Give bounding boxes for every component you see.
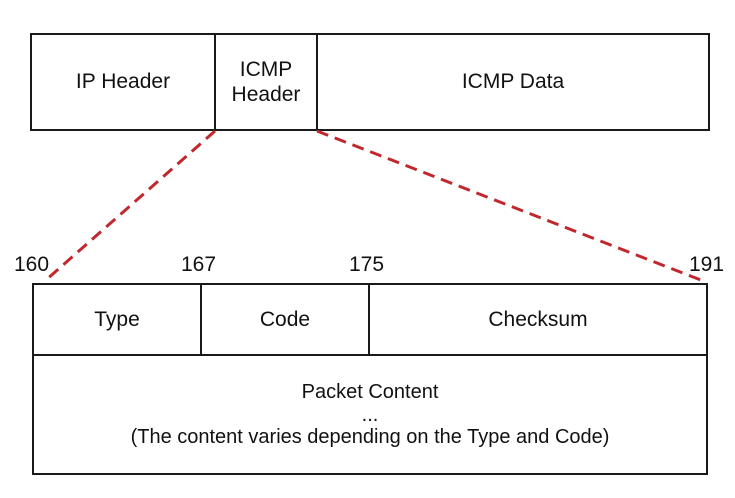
bit-offset-end: 191 [689, 253, 725, 276]
bit-offset-start: 160 [14, 253, 50, 276]
bit-offset-type-end: 167 [181, 253, 217, 276]
connector-right [316, 129, 707, 284]
ip-header-box: IP Header [30, 33, 216, 131]
code-field-label: Code [259, 307, 311, 331]
icmp-data-label: ICMP Data [461, 70, 565, 94]
code-field: Code [200, 283, 370, 356]
ip-header-label: IP Header [75, 70, 171, 94]
bit-offset-code-end: 175 [349, 253, 385, 276]
checksum-field: Checksum [368, 283, 708, 356]
packet-content-field: Packet Content ... (The content varies d… [32, 354, 708, 475]
icmp-data-box: ICMP Data [316, 33, 710, 131]
type-field-label: Type [94, 307, 140, 331]
icmp-header-label: ICMP Header [232, 57, 301, 107]
type-field: Type [32, 283, 202, 356]
packet-content-title: Packet Content [301, 380, 439, 403]
icmp-header-label-line1: ICMP [239, 57, 293, 81]
icmp-header-label-line2: Header [231, 83, 301, 106]
icmp-header-box: ICMP Header [214, 33, 318, 131]
packet-content-note: (The content varies depending on the Typ… [130, 425, 610, 448]
checksum-field-label: Checksum [488, 307, 588, 331]
packet-content-ellipsis: ... [361, 403, 379, 426]
